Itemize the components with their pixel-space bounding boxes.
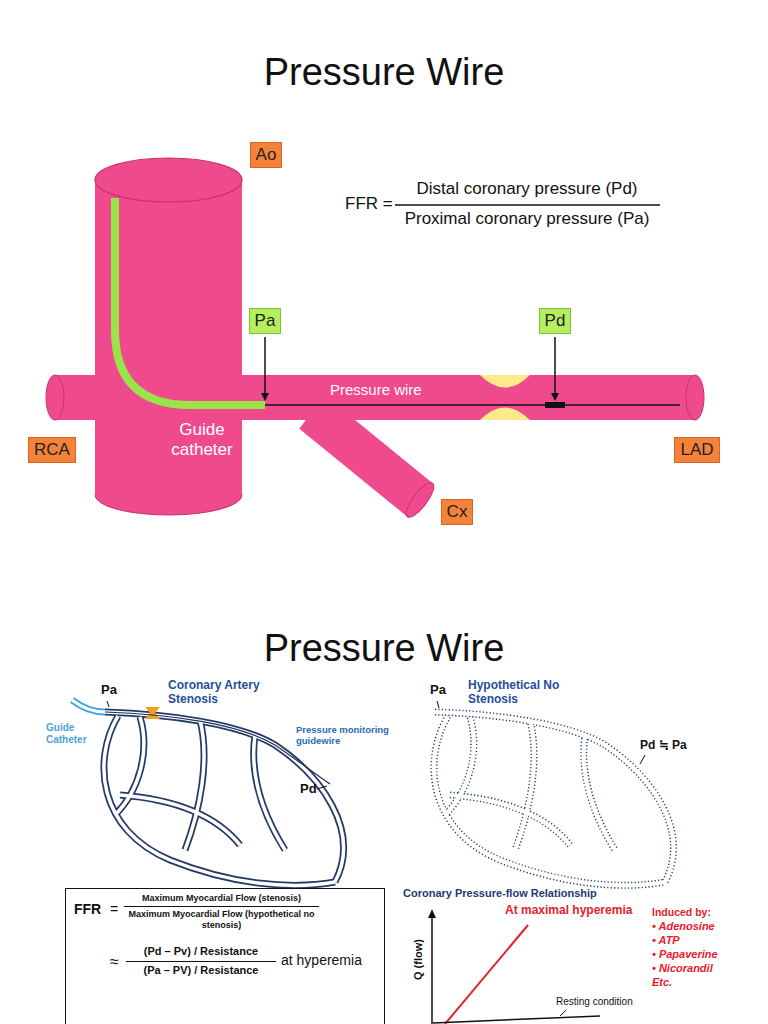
curve-label: Resting condition xyxy=(556,996,633,1008)
note-heading: Induced by: xyxy=(652,906,711,919)
part-label: Pressure monitoring guidewire xyxy=(296,724,411,747)
artery-end xyxy=(686,375,704,420)
box-text: Cx xyxy=(447,502,468,522)
curve-label: At maximal hyperemia xyxy=(505,903,632,917)
pressure-label: Pd xyxy=(300,781,317,797)
stenosis-mark xyxy=(145,707,160,719)
formula-box: FFR = Maximum Myocardial Flow (stenosis) Ma… xyxy=(65,888,385,1024)
drug-item: • ATP xyxy=(652,934,680,947)
box-text: Ao xyxy=(256,145,277,165)
leader-line xyxy=(640,755,645,764)
formula-text: (Pa – PV) / Resistance xyxy=(126,961,276,977)
formula-text: Maximum Myocardial Flow (stenosis) xyxy=(124,893,319,904)
drug-item: Etc. xyxy=(652,976,672,989)
drug-item: • Papaverine xyxy=(652,948,718,961)
arrowhead xyxy=(261,393,269,401)
vessel-label-box: Cx xyxy=(441,499,474,525)
pressure-label: Pa xyxy=(101,682,117,698)
leader-line xyxy=(317,786,327,789)
pointer-line xyxy=(554,337,556,394)
chart-title: Coronary Pressure-flow Relationship xyxy=(403,887,597,900)
pressure-label: Pd ≒ Pa xyxy=(640,738,687,752)
leader-line xyxy=(107,701,109,707)
arrowhead xyxy=(551,393,559,401)
resting-line xyxy=(433,1016,600,1023)
formula-text: (Pd – Pv) / Resistance xyxy=(126,945,276,958)
stenosis-plaque xyxy=(480,375,530,388)
branch-end xyxy=(402,479,438,521)
y-axis xyxy=(431,916,433,1024)
hyperemia-line xyxy=(445,925,528,1024)
drug-item: • Nicorandil xyxy=(652,962,713,975)
pressure-sensor xyxy=(545,402,565,408)
formula-text: = xyxy=(110,901,118,918)
drug-item: • Adenosine xyxy=(652,920,715,933)
slide-title: Pressure Wire xyxy=(264,626,505,672)
vessel-label-box: LAD xyxy=(674,437,719,463)
formula-text: FFR xyxy=(74,901,101,918)
slide-title: Pressure Wire xyxy=(264,50,505,96)
guide-catheter-lumen xyxy=(72,700,105,712)
pressure-point-box: Pd xyxy=(539,308,572,334)
formula-text: ≈ xyxy=(110,952,119,971)
leader-line xyxy=(560,1010,566,1016)
pressure-point-box: Pa xyxy=(249,308,282,334)
pointer-line xyxy=(264,337,266,394)
box-text: RCA xyxy=(34,440,70,460)
fraction-bar xyxy=(395,204,660,206)
hypothetical-tree xyxy=(434,712,674,885)
leader-line xyxy=(437,701,439,708)
part-label: Guide catheter xyxy=(157,420,247,461)
axis-arrow xyxy=(428,909,436,918)
box-text: Pd xyxy=(545,311,566,331)
pressure-wire xyxy=(265,404,680,406)
formula-lhs: FFR = xyxy=(345,194,393,214)
guide-catheter xyxy=(115,198,265,405)
axis-label: Q (flow) xyxy=(411,940,424,981)
artery-end xyxy=(46,375,64,420)
part-label: Guide Catheter xyxy=(46,722,96,746)
box-text: LAD xyxy=(680,440,713,460)
pressure-label: Pa xyxy=(430,682,446,698)
vessel-label-box: RCA xyxy=(28,437,76,463)
vessel-label-box: Ao xyxy=(250,142,283,168)
formula-text: Maximum Myocardial Flow (hypothetical no… xyxy=(124,906,319,931)
part-label: Coronary Artery Stenosis xyxy=(168,678,276,707)
part-label: Pressure wire xyxy=(330,381,422,399)
stenosis-plaque xyxy=(480,408,530,421)
pressure-guidewire xyxy=(105,712,330,784)
formula-text: at hyperemia xyxy=(281,952,362,969)
formula-denominator: Proximal coronary pressure (Pa) xyxy=(392,209,662,229)
hypothetical-tree-lumen xyxy=(434,712,674,885)
part-label: Hypothetical No Stenosis xyxy=(468,678,568,707)
box-text: Pa xyxy=(255,311,276,331)
formula-numerator: Distal coronary pressure (Pd) xyxy=(392,179,662,199)
guide-catheter xyxy=(72,700,105,712)
aorta-top xyxy=(95,158,242,202)
